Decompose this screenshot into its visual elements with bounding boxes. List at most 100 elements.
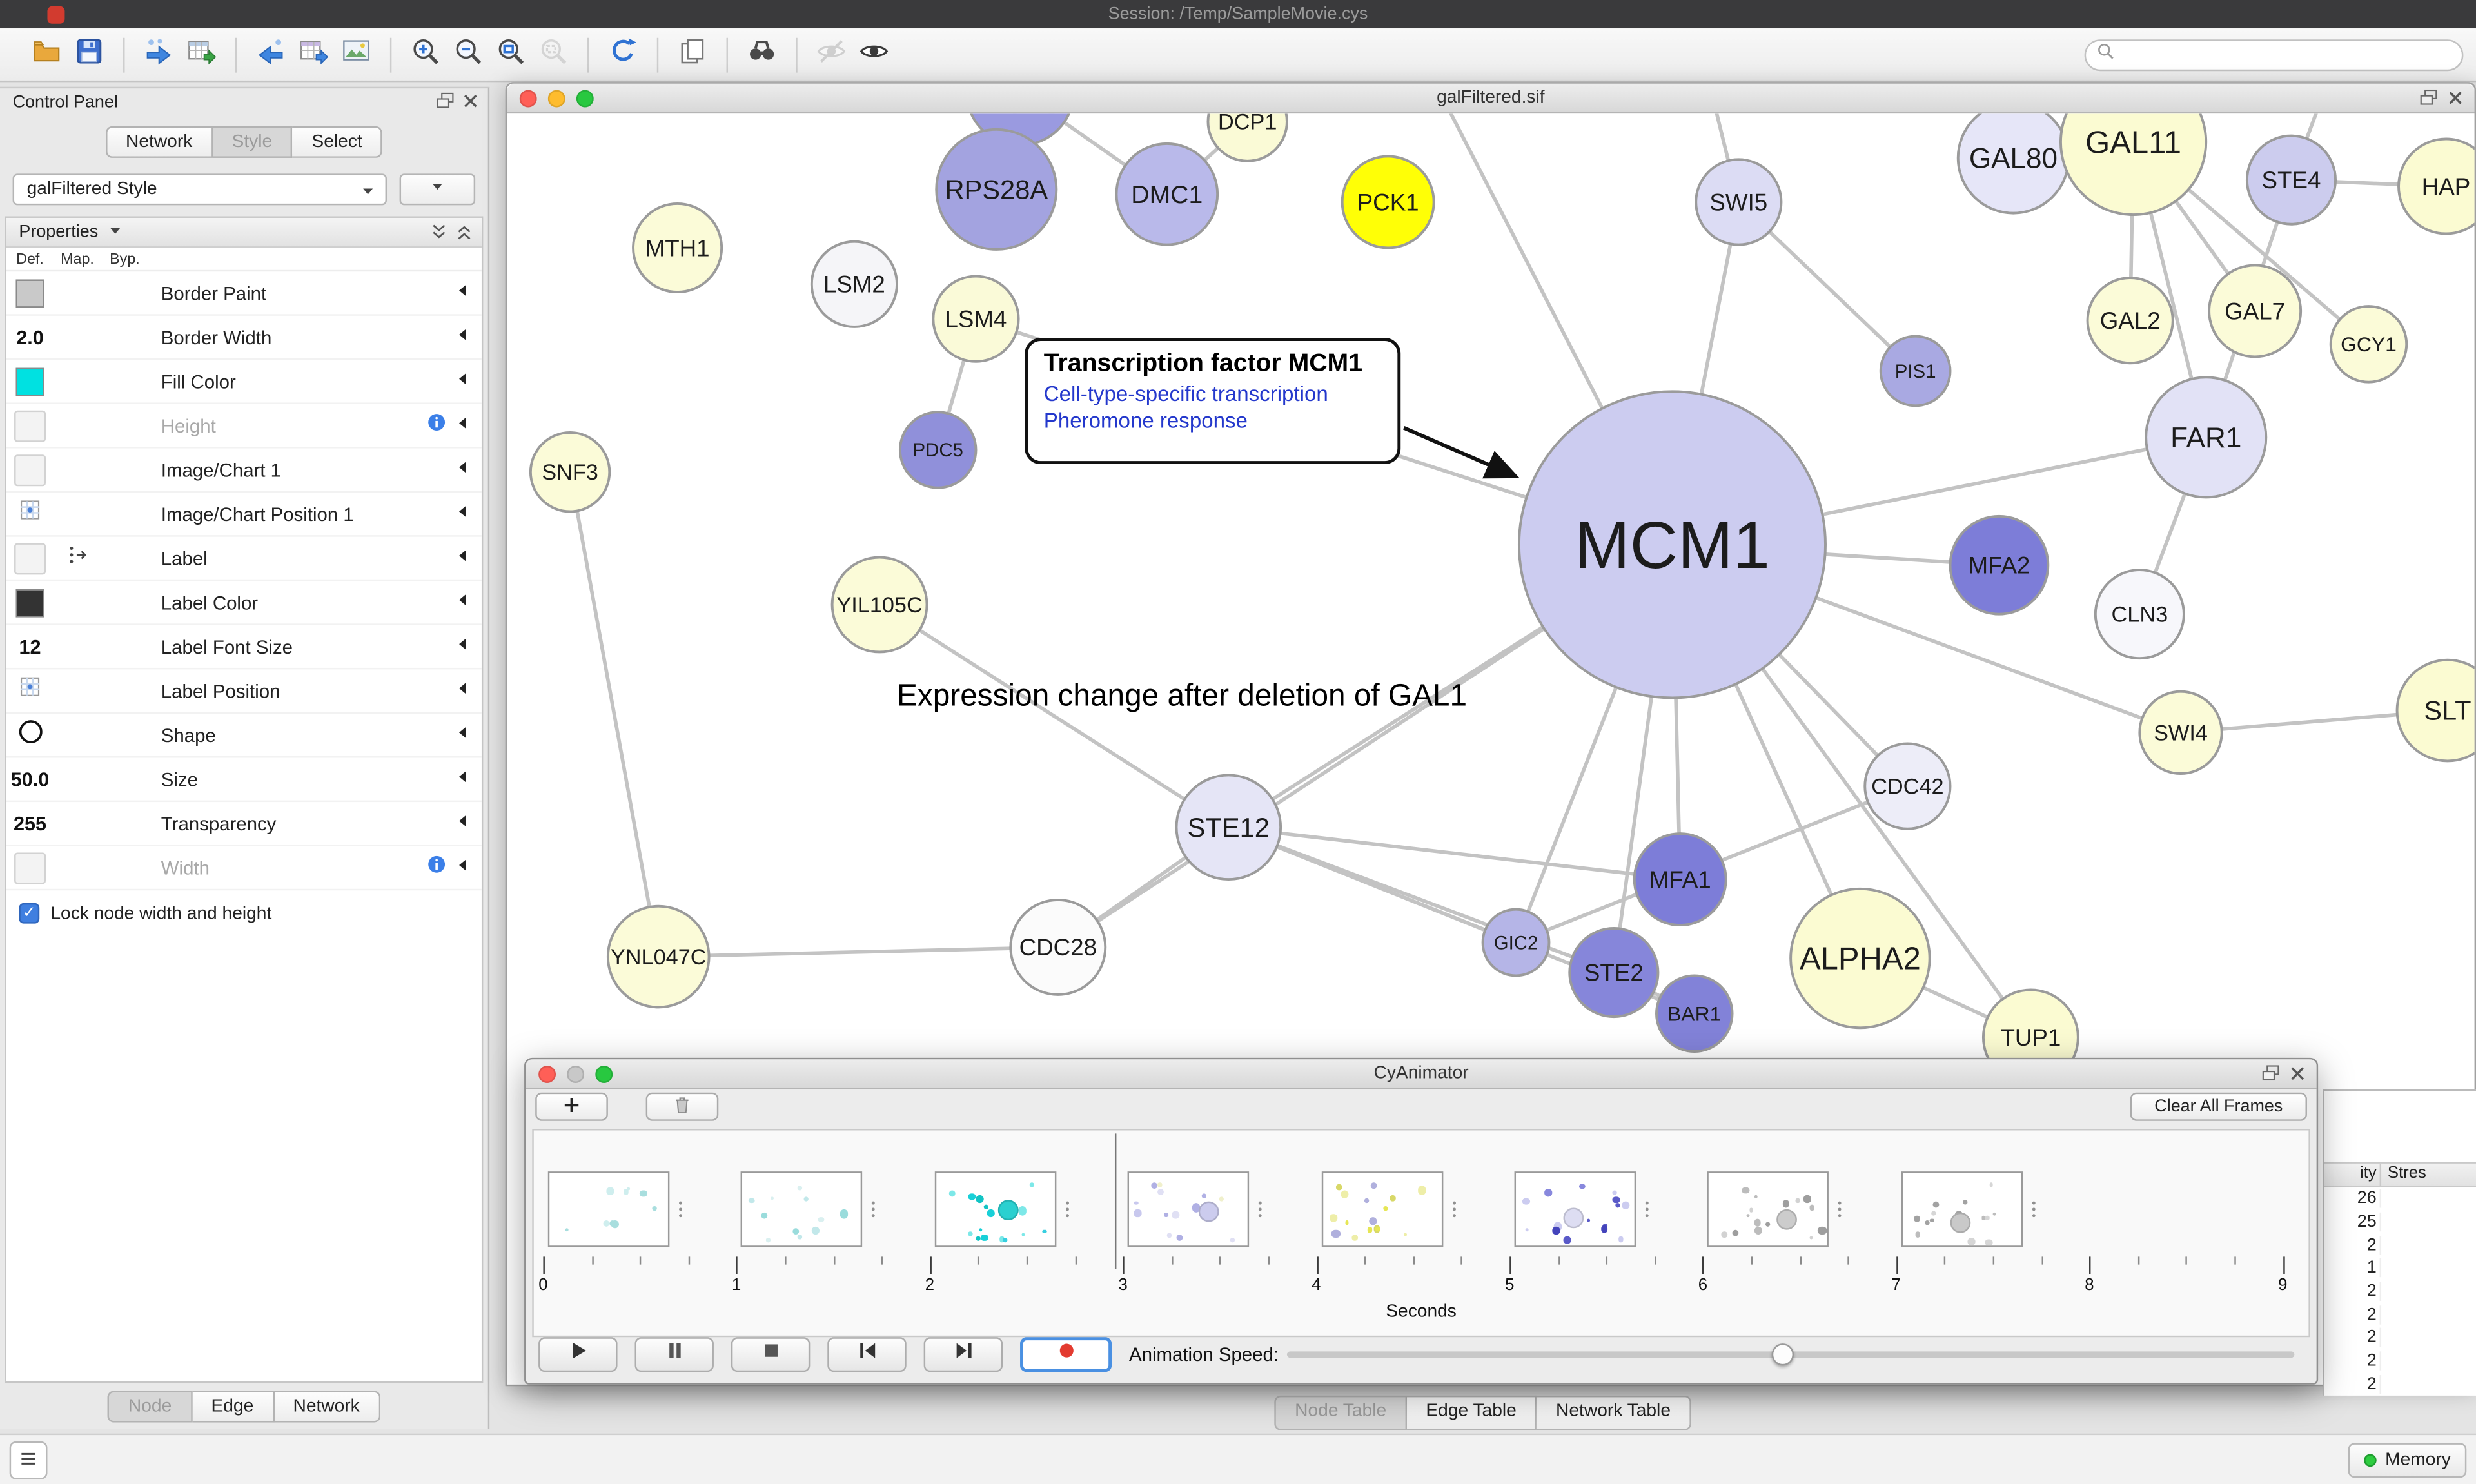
default-value-cell[interactable] — [6, 852, 54, 884]
network-node-ALPHA2[interactable]: ALPHA2 — [1789, 887, 1931, 1030]
tab-network[interactable]: Network — [105, 126, 213, 158]
timeline-frame-1[interactable] — [547, 1171, 670, 1247]
pause-button[interactable] — [634, 1337, 714, 1372]
property-row[interactable]: Fill Color — [6, 360, 482, 404]
property-row[interactable]: Image/Chart Position 1 — [6, 493, 482, 537]
search-box[interactable] — [2084, 39, 2464, 72]
network-node-BAR1[interactable]: BAR1 — [1655, 974, 1734, 1053]
collapse-all-icon[interactable] — [453, 221, 475, 248]
tab-node-table[interactable]: Node Table — [1274, 1395, 1408, 1430]
network-node-GCY1[interactable]: GCY1 — [2329, 305, 2408, 384]
tab-network[interactable]: Network — [274, 1391, 380, 1423]
delete-frame-button[interactable] — [645, 1092, 719, 1121]
clear-all-frames-button[interactable]: Clear All Frames — [2130, 1092, 2307, 1121]
network-node-DCP1[interactable]: DCP1 — [1206, 113, 1288, 162]
slider-handle[interactable] — [1771, 1343, 1794, 1366]
status-menu-button[interactable] — [9, 1441, 48, 1479]
expand-arrow-icon[interactable] — [453, 367, 472, 395]
tab-style[interactable]: Style — [213, 126, 293, 158]
tab-node[interactable]: Node — [108, 1391, 193, 1423]
table-row[interactable]: 26 — [2324, 1187, 2476, 1211]
export-table-button[interactable] — [292, 33, 335, 75]
float-window-icon[interactable] — [2417, 87, 2439, 114]
expand-arrow-icon[interactable] — [453, 721, 472, 749]
tab-select[interactable]: Select — [293, 126, 383, 158]
network-node-GIC2[interactable]: GIC2 — [1481, 908, 1551, 977]
network-node-PIS1[interactable]: PIS1 — [1879, 335, 1952, 407]
network-node-DMC1[interactable]: DMC1 — [1115, 142, 1219, 246]
network-node-STE2[interactable]: STE2 — [1568, 927, 1660, 1019]
frame-resize-grip[interactable] — [1449, 1191, 1459, 1229]
expand-arrow-icon[interactable] — [453, 500, 472, 528]
network-window-titlebar[interactable]: galFiltered.sif — [507, 83, 2475, 114]
network-node-GAL80[interactable]: GAL80 — [1956, 113, 2070, 215]
network-node-SLT[interactable]: SLT — [2395, 658, 2475, 763]
network-node-LSM2[interactable]: LSM2 — [810, 240, 898, 328]
network-node-STE4[interactable]: STE4 — [2245, 134, 2337, 226]
mapping-cell[interactable] — [54, 542, 101, 574]
search-input[interactable] — [2116, 44, 2453, 66]
expand-arrow-icon[interactable] — [453, 765, 472, 794]
memory-button[interactable]: Memory — [2348, 1443, 2467, 1478]
default-value-cell[interactable] — [6, 674, 54, 707]
default-value-cell[interactable]: 255 — [6, 812, 54, 834]
network-node-MTH1[interactable]: MTH1 — [632, 202, 723, 294]
table-row[interactable]: 2 — [2324, 1372, 2476, 1396]
animation-speed-slider[interactable] — [1286, 1334, 2295, 1375]
default-value-cell[interactable]: 2.0 — [6, 326, 54, 348]
traffic-light-zoom[interactable] — [576, 90, 594, 108]
table-row[interactable]: 1 — [2324, 1257, 2476, 1280]
save-session-button[interactable] — [68, 33, 110, 75]
refresh-view-button[interactable] — [602, 33, 644, 75]
properties-header[interactable]: Properties — [6, 217, 482, 248]
expand-arrow-icon[interactable] — [453, 323, 472, 351]
zoom-selected-button[interactable] — [532, 33, 575, 75]
network-node-CDC28[interactable]: CDC28 — [1009, 898, 1107, 996]
network-node-MFA2[interactable]: MFA2 — [1949, 514, 2050, 616]
table-row[interactable]: 2 — [2324, 1349, 2476, 1372]
table-row[interactable]: 2 — [2324, 1326, 2476, 1349]
expand-arrow-icon[interactable] — [453, 456, 472, 484]
expand-arrow-icon[interactable] — [453, 544, 472, 572]
default-value-cell[interactable] — [6, 409, 54, 442]
traffic-light-close[interactable] — [538, 1066, 556, 1084]
traffic-light-close[interactable] — [519, 90, 537, 108]
cyanimator-titlebar[interactable]: CyAnimator — [526, 1059, 2317, 1089]
frame-resize-grip[interactable] — [2029, 1191, 2038, 1229]
table-row[interactable]: 2 — [2324, 1280, 2476, 1303]
network-node-PCK1[interactable]: PCK1 — [1341, 155, 1435, 249]
default-value-cell[interactable] — [6, 367, 54, 396]
open-session-button[interactable] — [25, 33, 68, 75]
network-snapshot-button[interactable] — [671, 33, 714, 75]
timeline-frame-5[interactable] — [1321, 1171, 1443, 1247]
frame-resize-grip[interactable] — [869, 1191, 879, 1229]
property-row[interactable]: Label Color — [6, 581, 482, 625]
network-node-STE12[interactable]: STE12 — [1175, 774, 1282, 881]
style-options-button[interactable] — [399, 173, 476, 206]
frame-resize-grip[interactable] — [1255, 1191, 1265, 1229]
network-node-GAL2[interactable]: GAL2 — [2086, 277, 2174, 365]
network-edge[interactable] — [878, 603, 1230, 829]
show-graphics-details-button[interactable] — [852, 33, 895, 75]
annotation-box[interactable]: Transcription factor MCM1 Cell-type-spec… — [1025, 338, 1401, 465]
property-row[interactable]: Label — [6, 537, 482, 581]
network-node-HAP[interactable]: HAP — [2397, 137, 2475, 235]
timeline-frame-8[interactable] — [1901, 1171, 2023, 1247]
table-row[interactable]: 25 — [2324, 1211, 2476, 1234]
play-button[interactable] — [538, 1337, 618, 1372]
network-node-CLN3[interactable]: CLN3 — [2094, 569, 2185, 660]
network-node-GAL7[interactable]: GAL7 — [2208, 264, 2303, 358]
default-value-cell[interactable] — [6, 542, 54, 574]
zoom-out-button[interactable] — [447, 33, 489, 75]
style-select[interactable]: galFiltered Style — [12, 173, 388, 206]
default-value-cell[interactable]: 12 — [6, 636, 54, 658]
close-window-icon[interactable] — [2286, 1062, 2308, 1089]
network-edge[interactable] — [1228, 825, 1681, 881]
frame-resize-grip[interactable] — [1063, 1191, 1072, 1229]
network-node-RPS28A[interactable]: RPS28A — [935, 128, 1058, 251]
